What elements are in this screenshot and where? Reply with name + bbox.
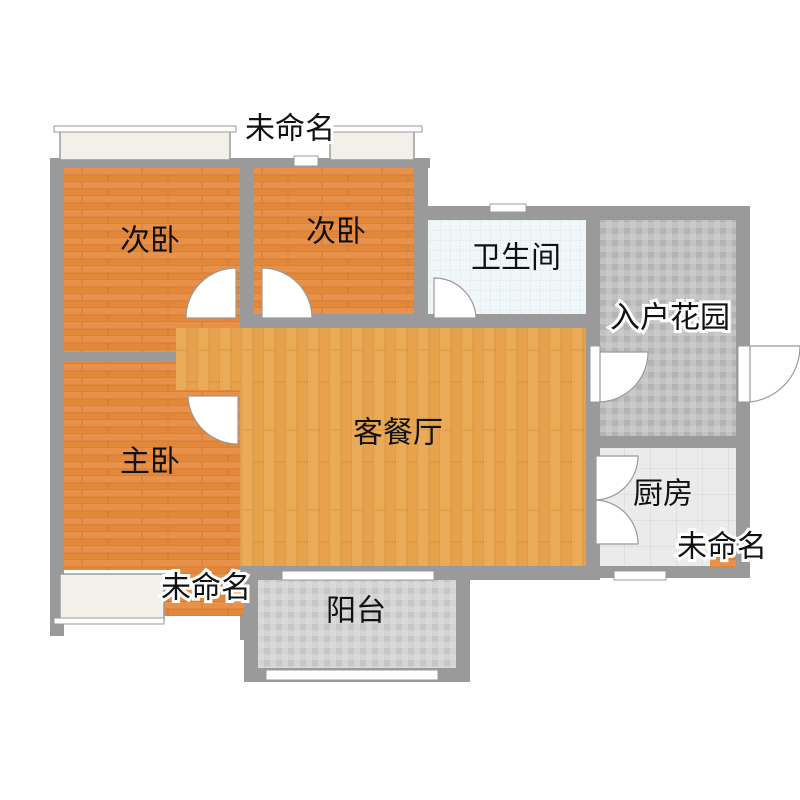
label-entry-garden: 入户花园: [610, 301, 730, 336]
label-bedroom-left: 次卧: [120, 224, 180, 259]
door-kitchen-top: [595, 455, 639, 501]
kitchen-nook-floor: [710, 545, 736, 567]
door-entry: [749, 345, 800, 403]
label-bathroom: 卫生间: [471, 241, 561, 276]
living-dining-floor: [176, 328, 586, 566]
entry-garden-floor: [600, 220, 736, 436]
label-living-dining: 客餐厅: [353, 416, 443, 451]
door-bedroom-right: [261, 267, 313, 319]
label-bedroom-right: 次卧: [306, 215, 366, 250]
label-kitchen: 厨房: [633, 477, 693, 512]
label-unnamed-top: 未命名: [245, 112, 335, 147]
label-balcony: 阳台: [326, 594, 386, 629]
label-master-bedroom: 主卧: [120, 445, 180, 480]
balcony-floor: [258, 580, 456, 668]
doors: [185, 267, 800, 545]
door-bedroom-left: [185, 267, 237, 319]
label-unnamed-right: 未命名: [677, 530, 767, 565]
label-unnamed-bottom-left: 未命名: [161, 571, 251, 606]
unnamed-corner-floor: [160, 576, 244, 616]
bedroom-left-floor: [64, 168, 240, 352]
windows: [53, 125, 751, 681]
door-bathroom: [433, 277, 477, 319]
door-kitchen-bottom: [595, 499, 639, 545]
door-master: [187, 395, 239, 445]
door-garden: [599, 351, 649, 403]
